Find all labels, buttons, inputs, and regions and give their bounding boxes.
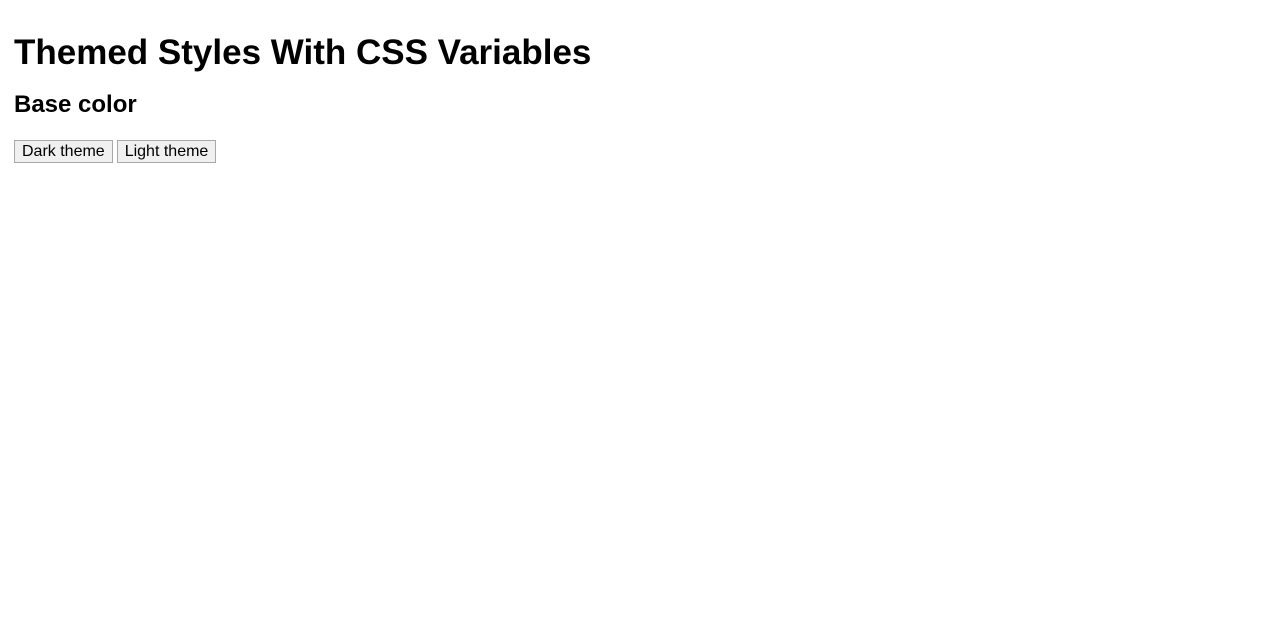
section-heading-base-color: Base color (14, 91, 137, 118)
dark-theme-button[interactable]: Dark theme (14, 140, 113, 163)
page-content: Themed Styles With CSS Variables Base co… (14, 0, 1252, 623)
page-title: Themed Styles With CSS Variables (14, 33, 592, 72)
light-theme-button[interactable]: Light theme (116, 140, 217, 163)
theme-button-group: Dark theme Light theme (14, 140, 217, 163)
